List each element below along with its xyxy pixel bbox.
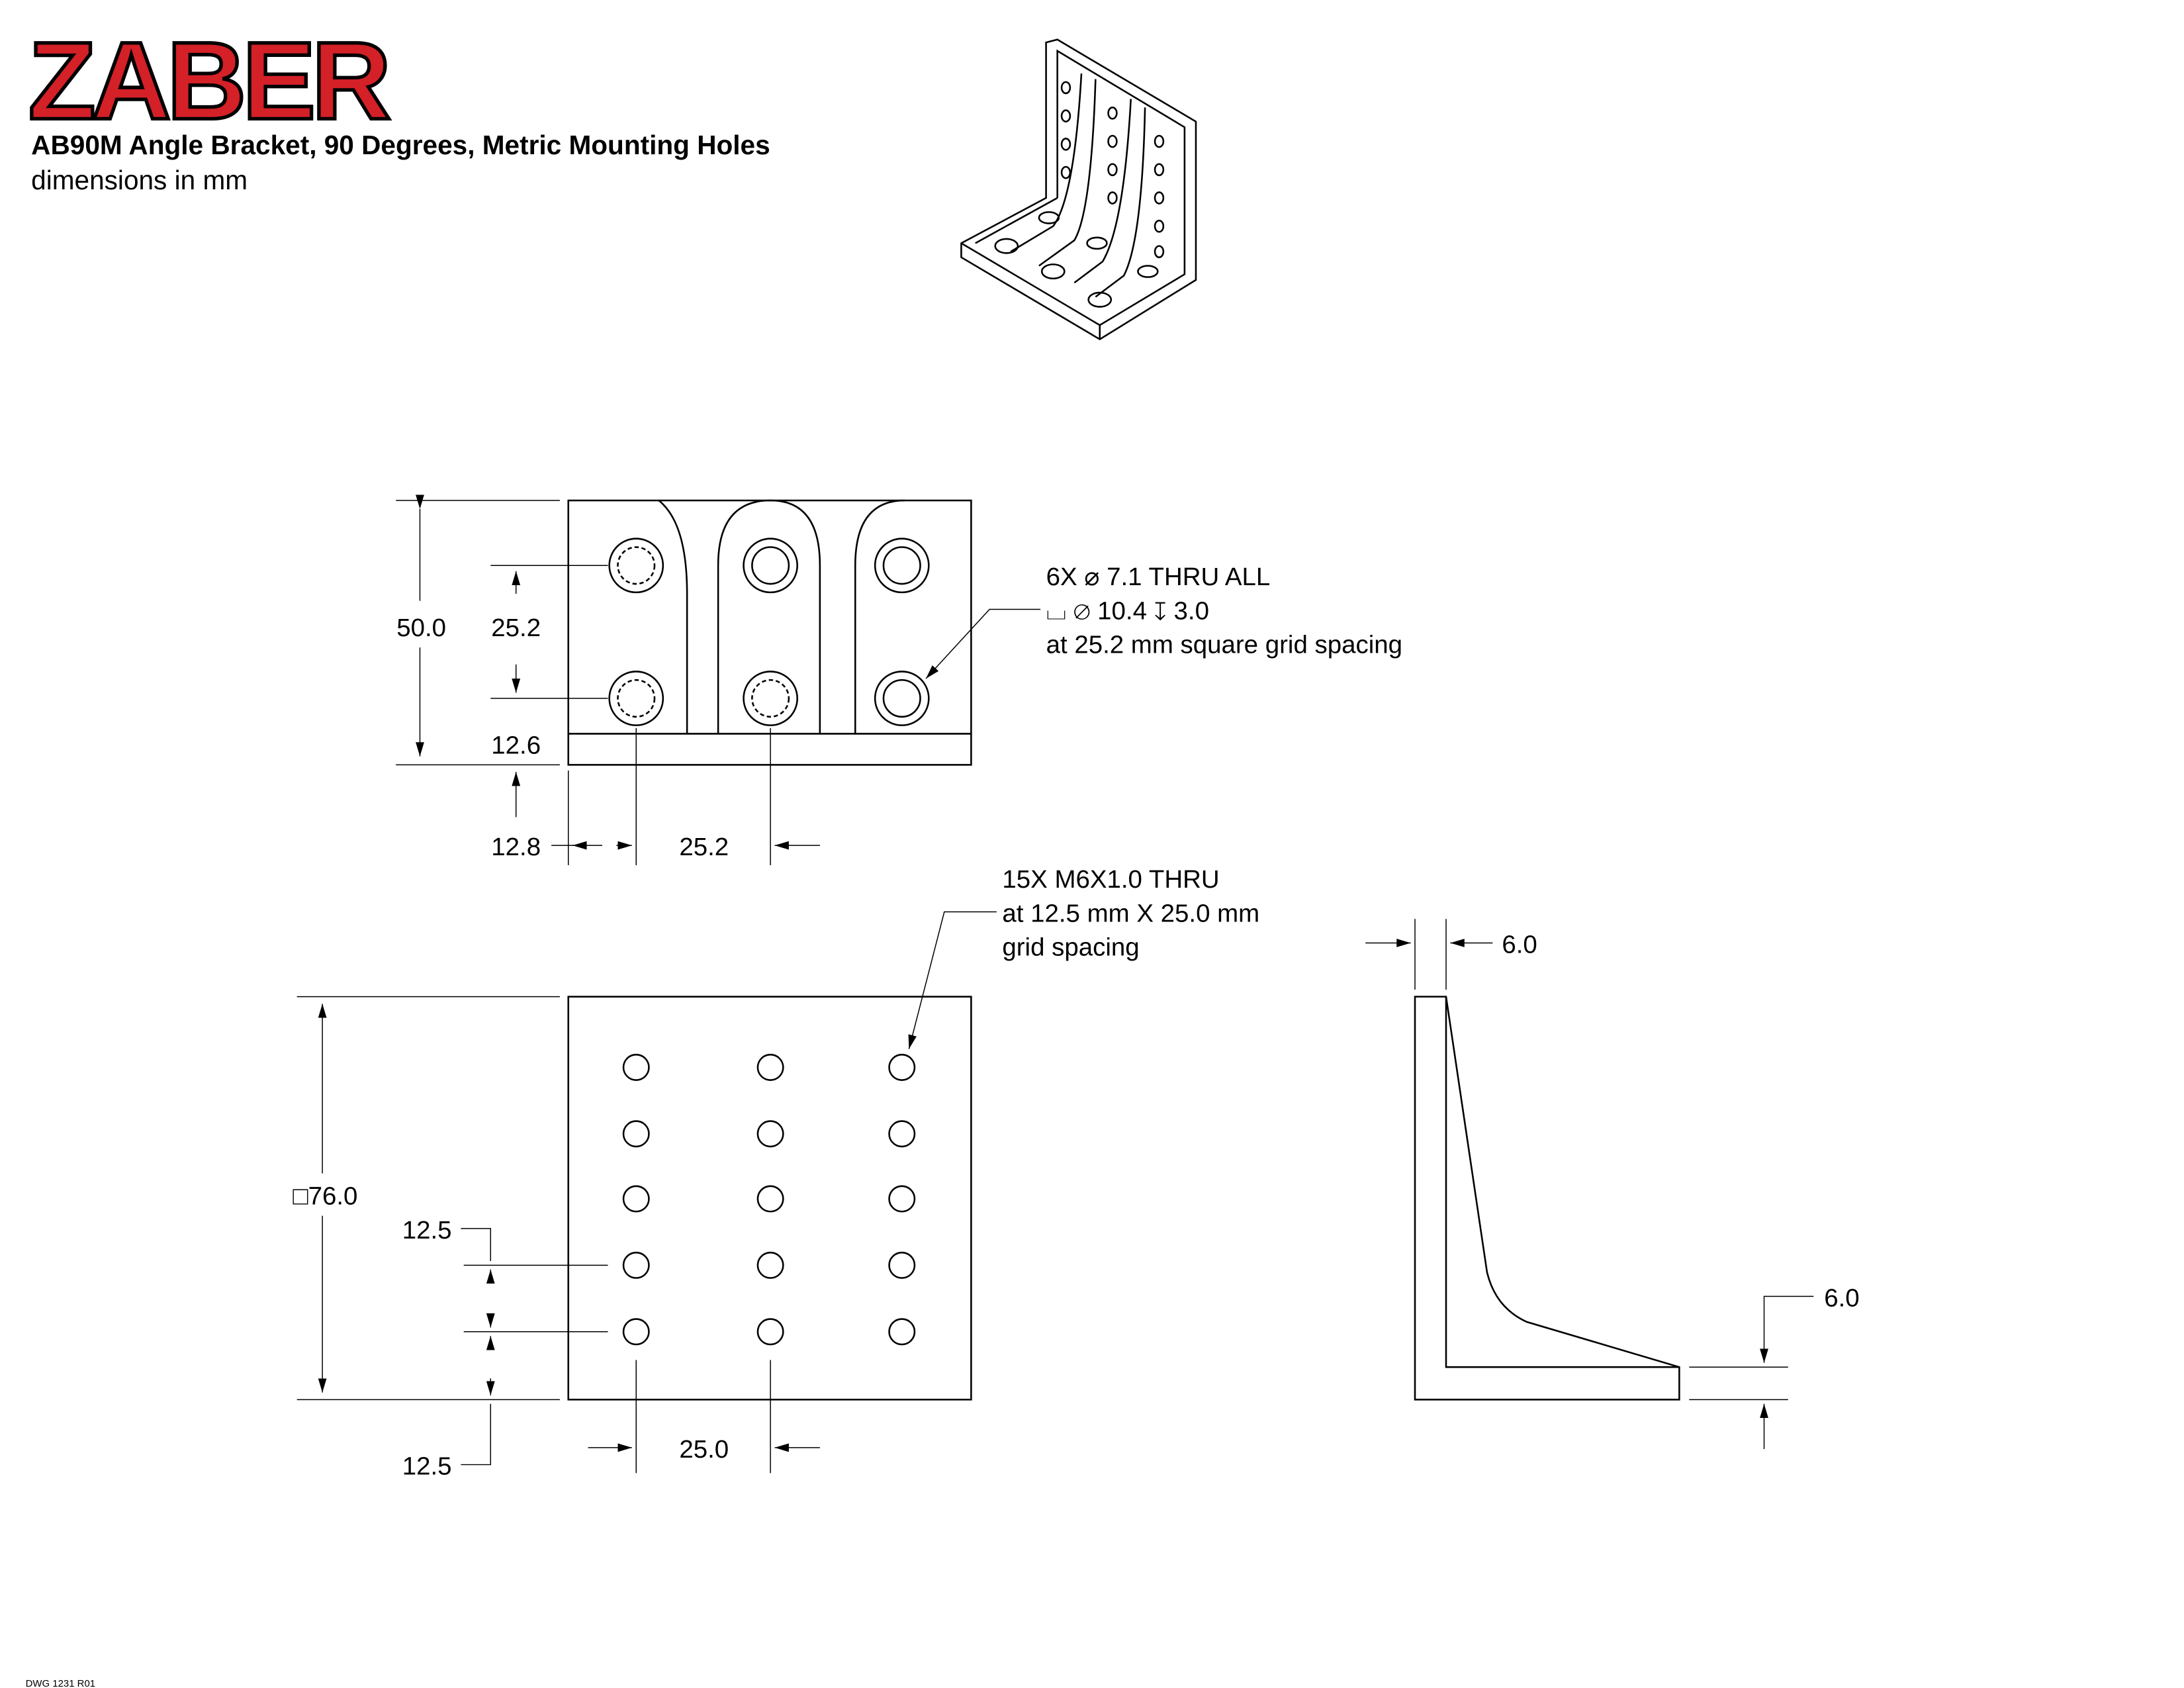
zaber-logo: ZABER	[28, 19, 389, 142]
thread-note-line-1: 15X M6X1.0 THRU	[1002, 865, 1219, 894]
hole-note-line-2: ⌴ ⌀ 10.4 ↧ 3.0	[1046, 596, 1209, 625]
dim-hole-offset-vertical: 12.6	[491, 731, 541, 759]
isometric-view	[960, 38, 1197, 341]
dim-hole-offset-horizontal: 12.8	[491, 833, 541, 861]
hole-note-line-3: at 25.2 mm square grid spacing	[1046, 631, 1402, 659]
top-view: 50.0 25.2 12.6 12.8 25.2 6X ⌀ 7.1 THRU A…	[396, 494, 1402, 866]
hole-note-line-1: 6X ⌀ 7.1 THRU ALL	[1046, 563, 1271, 591]
drawing-number: DWG 1231 R01	[26, 1678, 95, 1688]
dim-base-thickness: 6.0	[1824, 1284, 1859, 1312]
units-note: dimensions in mm	[31, 165, 248, 195]
dim-square-76: □76.0	[293, 1182, 357, 1211]
front-view: □76.0 12.5 12.5 25.0 15X M6X1.0 THRU at …	[293, 865, 1259, 1480]
drawing-title: AB90M Angle Bracket, 90 Degrees, Metric …	[31, 130, 770, 160]
thread-note-line-2: at 12.5 mm X 25.0 mm	[1002, 899, 1259, 927]
dim-height-50: 50.0	[396, 614, 446, 642]
side-view: 6.0 6.0	[1365, 919, 1860, 1450]
dim-offset-top: 12.5	[402, 1216, 452, 1244]
dim-pitch-horizontal: 25.0	[679, 1435, 729, 1464]
dim-offset-bottom: 12.5	[402, 1452, 452, 1481]
dim-hole-pitch-horizontal: 25.2	[679, 833, 729, 861]
thread-note-line-3: grid spacing	[1002, 933, 1139, 962]
dim-hole-pitch-vertical: 25.2	[491, 614, 541, 642]
dim-vertical-thickness: 6.0	[1502, 930, 1537, 959]
